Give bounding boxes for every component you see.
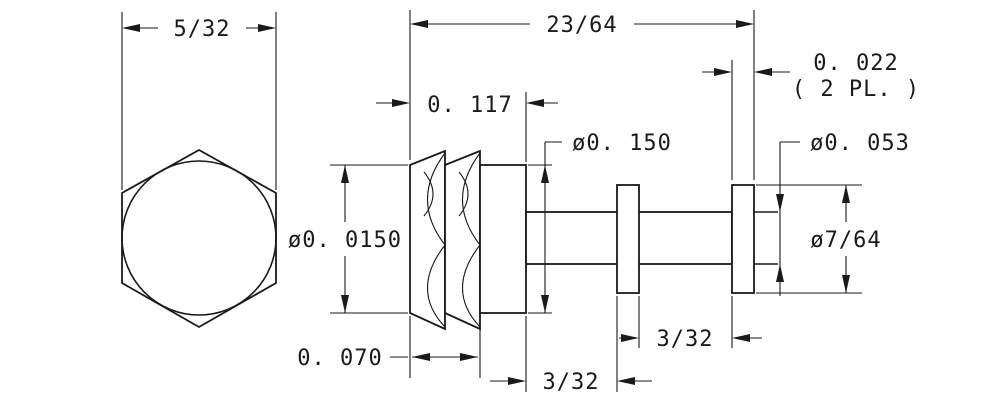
head-length-dim: 0. 117	[376, 92, 558, 162]
flange-spacing-label: 3/32	[657, 327, 714, 352]
flange-diameter-dim: ø7/64	[756, 184, 881, 294]
knurl-ring-1	[409, 149, 446, 331]
flange-thickness-label-line2: ( 2 PL. )	[792, 77, 920, 102]
overall-length-label: 23/64	[546, 13, 617, 38]
flange-thickness-label-line1: 0. 022	[813, 51, 898, 76]
hex-inner-circle	[121, 160, 277, 316]
head-collar	[479, 164, 527, 314]
collar-to-flange-dim: 3/32	[490, 296, 652, 395]
collar-diameter-dim: ø0. 150	[528, 131, 672, 314]
head-diameter-dim: ø0. 0150	[288, 164, 408, 314]
side-view	[409, 149, 778, 331]
hex-end-view: 5/32	[121, 12, 277, 329]
head-length-label: 0. 117	[427, 93, 512, 118]
knurl-length-dim: 0. 070	[297, 316, 481, 378]
head-diameter-label: ø0. 0150	[288, 228, 402, 253]
knurl-length-label: 0. 070	[297, 346, 382, 371]
flange-spacing-dim: 3/32	[619, 296, 762, 352]
flange-thickness-dim: 0. 022 ( 2 PL. )	[702, 51, 920, 180]
collar-to-flange-label: 3/32	[543, 370, 600, 395]
flange-2	[731, 184, 755, 294]
overall-length-dim: 23/64	[409, 10, 755, 180]
pin-diameter-label: ø0. 053	[810, 131, 910, 156]
flange-diameter-label: ø7/64	[810, 228, 881, 253]
flange-1	[616, 184, 640, 294]
hexagon-outline	[121, 148, 277, 329]
collar-diameter-label: ø0. 150	[572, 131, 672, 156]
hex-width-label: 5/32	[174, 17, 231, 42]
pin-diameter-dim: ø0. 053	[776, 131, 910, 296]
